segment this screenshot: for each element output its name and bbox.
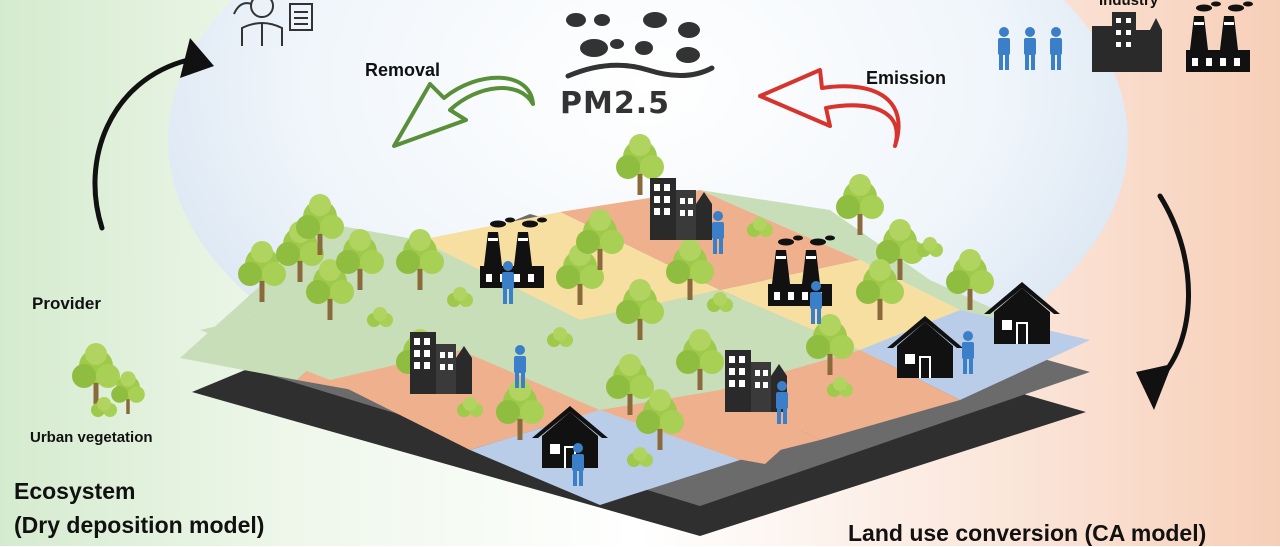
provider-label: Provider: [32, 294, 101, 313]
ecosystem-subtitle: (Dry deposition model): [14, 512, 265, 538]
removal-arrow: [392, 75, 535, 148]
land-use-title: Land use conversion (CA model): [848, 520, 1207, 546]
emission-arrow: [758, 68, 901, 148]
industry-buildings-icon: [1092, 12, 1162, 72]
industry-label: Industry: [1099, 0, 1159, 9]
emission-label: Emission: [866, 68, 947, 88]
industry-factory-icon: [1186, 1, 1253, 72]
urban-vegetation-icon: [72, 343, 145, 417]
ecosystem-title: Ecosystem: [14, 478, 136, 504]
urban-vegetation-label: Urban vegetation: [30, 429, 153, 446]
removal-label: Removal: [365, 60, 441, 80]
pm-particles-icon: [565, 12, 715, 79]
land-use-cycle-arrow: [1136, 193, 1191, 410]
stakeholder-icon: [233, 0, 313, 46]
house-icon: [984, 282, 1060, 344]
building-icon: [650, 178, 712, 240]
pm25-label: PM2.5: [560, 86, 670, 121]
provider-cycle-arrow: [92, 38, 214, 231]
population-icon: [998, 27, 1062, 70]
